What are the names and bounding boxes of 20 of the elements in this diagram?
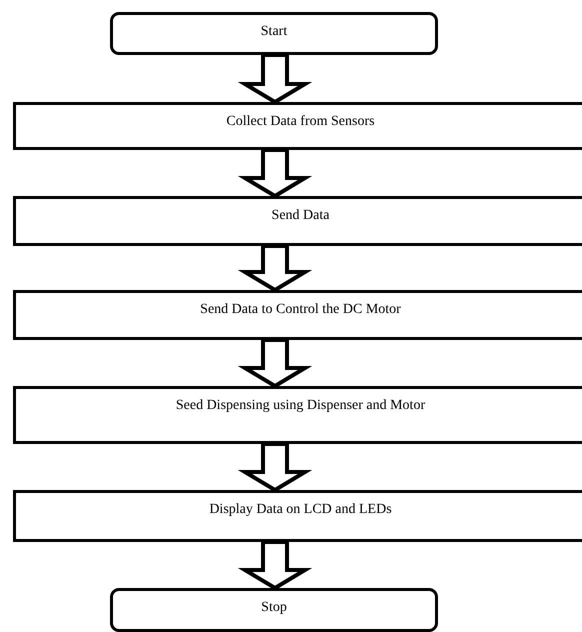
step-label: Stop <box>261 599 287 616</box>
block-arrow <box>238 338 312 388</box>
block-arrow <box>238 540 312 590</box>
step-label: Display Data on LCD and LEDs <box>209 501 392 518</box>
step-label: Send Data to Control the DC Motor <box>200 301 401 318</box>
block-arrow <box>238 148 312 198</box>
process-box <box>13 196 582 246</box>
step-label: Send Data <box>272 207 330 224</box>
process-box <box>13 490 582 542</box>
block-arrow <box>238 244 312 292</box>
block-arrow <box>238 442 312 492</box>
process-box <box>13 290 582 340</box>
step-label: Collect Data from Sensors <box>226 113 375 130</box>
process-box <box>13 386 582 444</box>
terminal-box <box>110 588 438 632</box>
step-label: Seed Dispensing using Dispenser and Motor <box>176 397 426 414</box>
terminal-box <box>110 12 438 55</box>
process-box <box>13 102 582 150</box>
block-arrow <box>238 53 312 104</box>
step-label: Start <box>260 23 288 40</box>
